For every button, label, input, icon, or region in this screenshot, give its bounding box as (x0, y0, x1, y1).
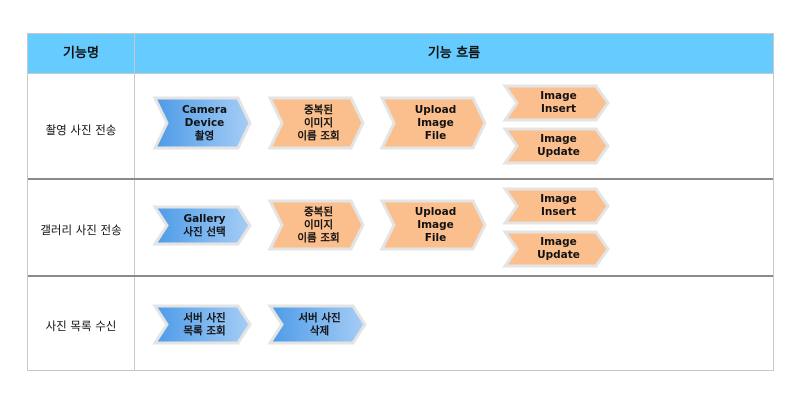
row-label-camera: 촬영 사진 전송 (45, 123, 117, 137)
chevron-shape (379, 96, 487, 150)
flow-step-server-delete: 서버 사진 삭제 (267, 304, 367, 345)
row-divider (28, 178, 773, 180)
header-feature-name: 기능명 (63, 46, 99, 61)
step-label: Image Update (537, 236, 580, 261)
step-label: Image Insert (540, 90, 577, 115)
step-label: 중복된 이미지 이름 조회 (297, 205, 340, 244)
column-divider (134, 34, 135, 370)
row-divider (28, 275, 773, 277)
chevron-shape (267, 96, 365, 150)
header-feature-flow: 기능 흐름 (427, 46, 481, 61)
chevron-shape (152, 304, 252, 345)
chevron-shape (502, 187, 610, 225)
step-label: Upload Image File (414, 205, 457, 244)
step-label: Image Update (537, 133, 580, 158)
flow-step-server-list: 서버 사진 목록 조회 (152, 304, 252, 345)
flow-step-duplicate-check: 중복된 이미지 이름 조회 (267, 96, 365, 150)
flow-step-update: Image Update (502, 230, 610, 268)
row-label-gallery: 갤러리 사진 전송 (40, 223, 122, 237)
feature-table: 기능명 기능 흐름 촬영 사진 전송 갤러리 사진 전송 사진 목록 수신 (27, 33, 774, 371)
row-label-list: 사진 목록 수신 (45, 319, 117, 333)
chevron-shape (152, 205, 252, 246)
step-label: 서버 사진 목록 조회 (183, 311, 226, 337)
step-label: 서버 사진 삭제 (298, 311, 341, 337)
flow-step-camera: Camera Device 촬영 (152, 96, 252, 150)
chevron-shape (502, 84, 610, 122)
step-label: Upload Image File (414, 103, 457, 142)
chevron-shape (152, 96, 252, 150)
step-label: Camera Device 촬영 (181, 103, 228, 142)
flow-step-gallery: Gallery 사진 선택 (152, 205, 252, 246)
step-label: 중복된 이미지 이름 조회 (297, 103, 340, 142)
chevron-shape (267, 199, 365, 251)
step-label: Image Insert (540, 193, 577, 218)
flow-step-upload: Upload Image File (379, 199, 487, 251)
flow-step-upload: Upload Image File (379, 96, 487, 150)
chevron-shape (267, 304, 367, 345)
flow-step-duplicate-check: 중복된 이미지 이름 조회 (267, 199, 365, 251)
table-header (28, 34, 773, 74)
chevron-shape (502, 127, 610, 165)
chevron-shape (502, 230, 610, 268)
flow-step-update: Image Update (502, 127, 610, 165)
chevron-shape (379, 199, 487, 251)
flow-step-insert: Image Insert (502, 187, 610, 225)
flow-step-insert: Image Insert (502, 84, 610, 122)
step-label: Gallery 사진 선택 (183, 212, 226, 238)
